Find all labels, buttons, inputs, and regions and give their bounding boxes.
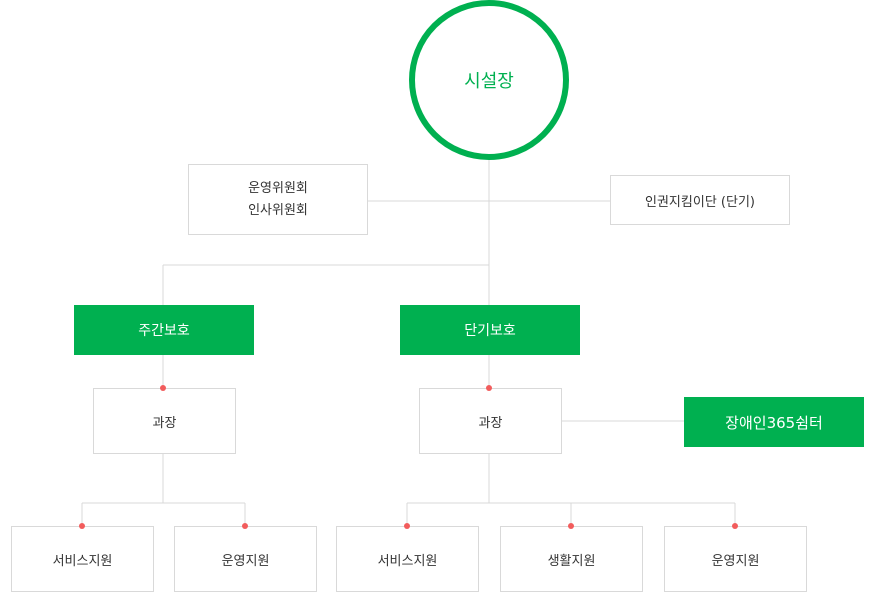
- connector-dot: [732, 523, 738, 529]
- team-node: 운영지원: [174, 526, 317, 592]
- team-node: 생활지원: [500, 526, 643, 592]
- connector-dot: [404, 523, 410, 529]
- team-label: 서비스지원: [377, 553, 438, 569]
- committee-label: 인사위원회: [248, 202, 308, 218]
- team-node: 운영지원: [664, 526, 807, 592]
- connector-dot: [160, 385, 166, 391]
- team-label: 서비스지원: [52, 553, 113, 569]
- short-term-manager-node: 과장: [419, 388, 562, 454]
- shelter-node: 장애인365쉼터: [684, 397, 864, 447]
- team-node: 서비스지원: [11, 526, 154, 592]
- connector-dot: [486, 385, 492, 391]
- committee-label: 운영위원회: [248, 180, 308, 196]
- shelter-label: 장애인365쉼터: [725, 413, 823, 432]
- connector-dot: [79, 523, 85, 529]
- manager-label: 과장: [478, 415, 503, 431]
- connector-dot: [242, 523, 248, 529]
- rights-group-node: 인권지킴이단 (단기): [610, 175, 790, 225]
- manager-label: 과장: [152, 415, 177, 431]
- department-label: 단기보호: [464, 323, 516, 339]
- connector-dot: [568, 523, 574, 529]
- director-node: 시설장: [409, 0, 569, 160]
- director-label: 시설장: [464, 71, 514, 92]
- team-label: 운영지원: [711, 553, 760, 569]
- day-care-manager-node: 과장: [93, 388, 236, 454]
- team-label: 운영지원: [221, 553, 270, 569]
- team-node: 서비스지원: [336, 526, 479, 592]
- day-care-department-node: 주간보호: [74, 305, 254, 355]
- committees-node: 운영위원회 인사위원회: [188, 164, 368, 235]
- rights-group-label: 인권지킴이단 (단기): [645, 194, 755, 210]
- short-term-department-node: 단기보호: [400, 305, 580, 355]
- team-label: 생활지원: [547, 553, 596, 569]
- department-label: 주간보호: [138, 323, 190, 339]
